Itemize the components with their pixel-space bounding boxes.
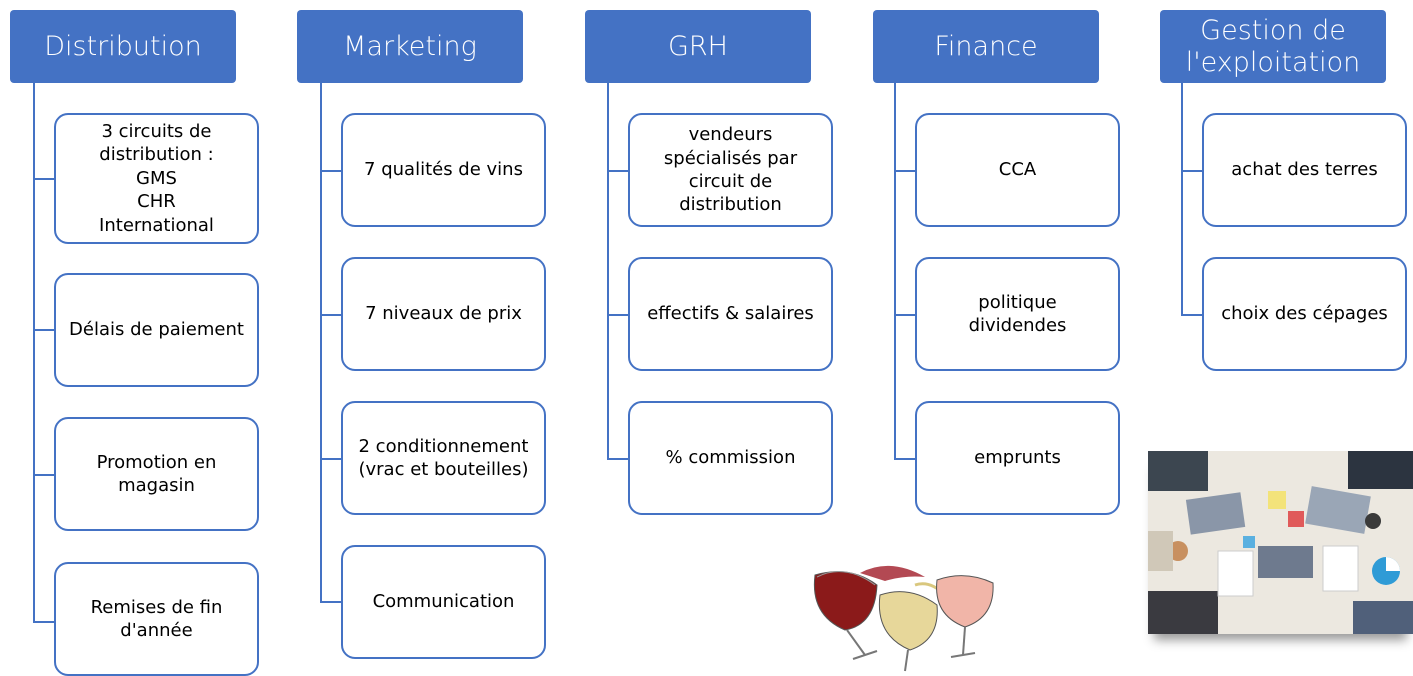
- card-achat-terres: achat des terres: [1202, 113, 1407, 227]
- card-communication: Communication: [341, 545, 546, 659]
- card-emprunts: emprunts: [915, 401, 1120, 515]
- connector-distribution-2: [33, 329, 55, 331]
- connector-gestion-trunk: [1181, 83, 1183, 316]
- header-distribution: Distribution: [10, 10, 236, 83]
- card-promotion-magasin: Promotion en magasin: [54, 417, 259, 531]
- header-marketing: Marketing: [297, 10, 523, 83]
- connector-grh-1: [607, 170, 629, 172]
- connector-grh-2: [607, 314, 629, 316]
- connector-marketing-trunk: [320, 83, 322, 603]
- card-qualites-vins: 7 qualités de vins: [341, 113, 546, 227]
- connector-finance-1: [894, 170, 916, 172]
- header-finance: Finance: [873, 10, 1099, 83]
- card-niveaux-prix: 7 niveaux de prix: [341, 257, 546, 371]
- meeting-table-photo: [1148, 451, 1413, 634]
- card-conditionnement: 2 conditionnement (vrac et bouteilles): [341, 401, 546, 515]
- connector-grh-trunk: [607, 83, 609, 460]
- connector-distribution-1: [33, 178, 55, 180]
- card-politique-dividendes: politique dividendes: [915, 257, 1120, 371]
- connector-distribution-trunk: [33, 83, 35, 623]
- header-grh: GRH: [585, 10, 811, 83]
- connector-gestion-1: [1181, 170, 1203, 172]
- card-cca: CCA: [915, 113, 1120, 227]
- connector-gestion-2: [1181, 314, 1203, 316]
- card-choix-cepages: choix des cépages: [1202, 257, 1407, 371]
- connector-distribution-4: [33, 621, 55, 623]
- connector-marketing-4: [320, 601, 342, 603]
- connector-finance-3: [894, 458, 916, 460]
- connector-marketing-1: [320, 170, 342, 172]
- card-remises-fin-annee: Remises de fin d'année: [54, 562, 259, 676]
- card-circuits-distribution: 3 circuits de distribution : GMS CHR Int…: [54, 113, 259, 244]
- connector-finance-2: [894, 314, 916, 316]
- connector-distribution-3: [33, 474, 55, 476]
- card-effectifs-salaires: effectifs & salaires: [628, 257, 833, 371]
- card-vendeurs-specialises: vendeurs spécialisés par circuit de dist…: [628, 113, 833, 227]
- card-delais-paiement: Délais de paiement: [54, 273, 259, 387]
- connector-marketing-3: [320, 458, 342, 460]
- connector-marketing-2: [320, 314, 342, 316]
- wine-glasses-illustration: [813, 565, 994, 672]
- connector-grh-3: [607, 458, 629, 460]
- connector-finance-trunk: [894, 83, 896, 460]
- header-gestion-exploitation: Gestion de l'exploitation: [1160, 10, 1386, 83]
- card-commission: % commission: [628, 401, 833, 515]
